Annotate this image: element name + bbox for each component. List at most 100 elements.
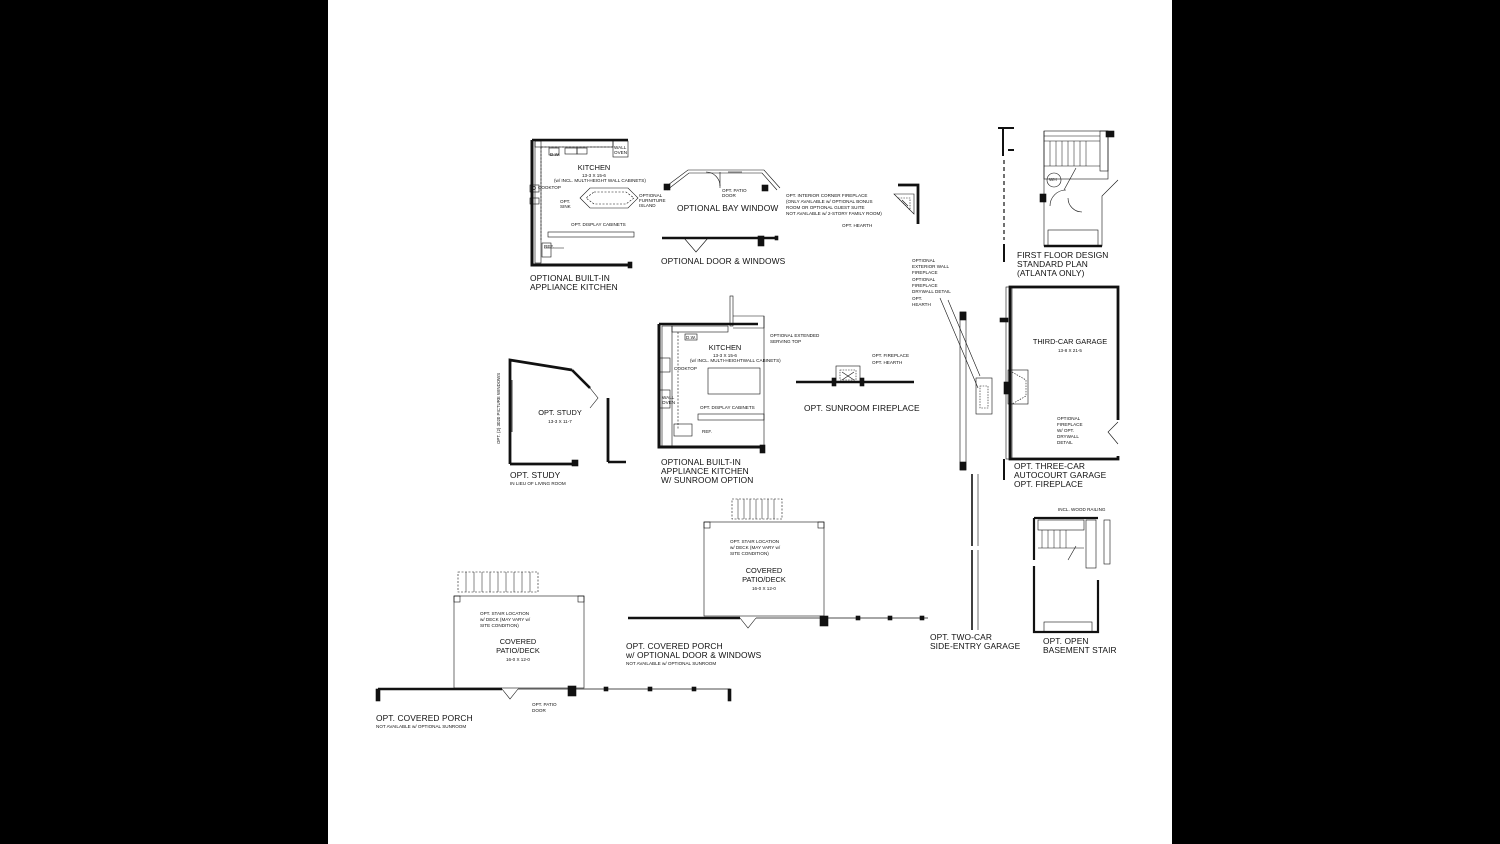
- corner-fireplace-line2: (ONLY AVAILABLE w/ OPTIONAL BONUS: [786, 199, 873, 204]
- opt-furniture-island-label: OPTIONAL FURNITURE ISLAND: [639, 193, 666, 209]
- deck2-stair-line1: OPT. STAIR LOCATION: [480, 611, 530, 616]
- kitchen-plan-2: [657, 295, 766, 454]
- two-car-garage-line1: OPT. TWO-CAR: [930, 632, 992, 642]
- cooktop-label-2: COOKTOP: [674, 366, 697, 371]
- patio-door2-line1: OPT. PATIO: [532, 702, 557, 707]
- opt-hearth2-line2: HEARTH: [912, 302, 931, 307]
- deck1-title-line1: COVERED: [745, 566, 783, 575]
- water-heater-label: WH: [1049, 177, 1057, 182]
- third-garage-dimensions: 13-8 X 21-5: [1057, 348, 1082, 353]
- serving-top-line1: OPTIONAL EXTENDED: [770, 333, 820, 338]
- sunroom-fireplace-plan: [796, 365, 914, 387]
- opt-display-cabinets-label-2: OPT. DISPLAY CABINETS: [700, 405, 755, 410]
- porch2-line1: OPT. COVERED PORCH: [376, 713, 473, 723]
- kitchen1-title: KITCHEN: [577, 163, 611, 172]
- covered-deck-plan-1: [628, 498, 928, 629]
- ref-label-2: REF.: [702, 429, 712, 434]
- first-floor-design-line1: FIRST FLOOR DESIGN: [1017, 250, 1109, 260]
- dw-label-1: D.W.: [550, 152, 560, 157]
- study-caption-sub: IN LIEU OF LIVING ROOM: [510, 481, 566, 486]
- porch1-line1: OPT. COVERED PORCH: [626, 641, 723, 651]
- porch1-line2: w/ OPTIONAL DOOR & WINDOWS: [626, 650, 762, 660]
- garage-fireplace-line5: DETAIL: [1057, 440, 1073, 445]
- opt-hearth2-line1: OPT.: [912, 296, 923, 301]
- fireplace-drywall-line1: OPTIONAL: [912, 277, 936, 282]
- kitchen2-dimensions: 13-3 X 15-6: [712, 353, 737, 358]
- third-car-garage-plan: [1003, 285, 1120, 480]
- deck2-title-line1: COVERED: [499, 637, 537, 646]
- deck1-stair-line1: OPT. STAIR LOCATION: [730, 539, 780, 544]
- patio-door2-line2: DOOR: [532, 708, 546, 713]
- kitchen2-note: (w/ INCL. MULTI-HEIGHTWALL CABINETS): [690, 358, 781, 363]
- opt-hearth-label-1: OPT. HEARTH: [842, 223, 873, 228]
- ext-wall-fireplace-line3: FIREPLACE: [912, 270, 938, 275]
- first-floor-design-line2: STANDARD PLAN: [1017, 259, 1088, 269]
- kitchen2-caption-line1: OPTIONAL BUILT-IN: [661, 457, 741, 467]
- garage-fireplace-line2: FIREPLACE: [1057, 422, 1083, 427]
- kitchen1-caption-line1: OPTIONAL BUILT-IN: [530, 273, 610, 283]
- study-title: OPT. STUDY: [538, 408, 582, 417]
- sunroom-fireplace-caption: OPT. SUNROOM FIREPLACE: [804, 403, 920, 413]
- ext-wall-fireplace-line2: EXTERIOR WALL: [912, 264, 950, 269]
- opt-fireplace-label: OPT. FIREPLACE: [872, 353, 910, 358]
- kitchen1-dimensions: 13-3 X 15-6: [581, 173, 606, 178]
- kitchen2-title: KITCHEN: [708, 343, 742, 352]
- kitchen1-caption-line2: APPLIANCE KITCHEN: [530, 282, 618, 292]
- deck2-stair-line2: w/ DECK (MAY VARY w/: [480, 617, 531, 622]
- door-windows-plan: [662, 235, 779, 253]
- kitchen-plan-1: [529, 138, 639, 269]
- floor-plan-canvas: KITCHEN 13-3 X 15-6 (w/ INCL. MULTI-HEIG…: [328, 0, 1172, 844]
- floor-plan-drawing: [375, 127, 1120, 702]
- deck2-dimensions: 16-0 X 12-0: [505, 657, 530, 662]
- bay-window-caption: OPTIONAL BAY WINDOW: [677, 203, 779, 213]
- basement-stair-line1: OPT. OPEN: [1043, 636, 1089, 646]
- deck2-title-line2: PATIO/DECK: [496, 646, 540, 655]
- kitchen2-caption-line3: W/ SUNROOM OPTION: [661, 475, 754, 485]
- garage-fireplace-line4: DRYWALL: [1057, 434, 1079, 439]
- serving-top-line2: SERVING TOP: [770, 339, 802, 344]
- kitchen2-caption-line2: APPLIANCE KITCHEN: [661, 466, 749, 476]
- bay-window-plan: [663, 169, 781, 192]
- corner-fireplace-plan: [893, 183, 920, 224]
- deck1-title-line2: PATIO/DECK: [742, 575, 786, 584]
- opt-patio-door-label-1: OPT. PATIO DOOR: [722, 188, 747, 199]
- garage-fireplace-line1: OPTIONAL: [1057, 416, 1081, 421]
- wall-oven-label-2: WALL OVEN: [662, 395, 676, 406]
- fireplace-drywall-line3: DRYWALL DETAIL: [912, 289, 951, 294]
- ext-wall-fireplace-line1: OPTIONAL: [912, 258, 936, 263]
- corner-fireplace-line1: OPT. INTERIOR CORNER FIREPLACE: [786, 193, 868, 198]
- two-car-garage-line2: SIDE-ENTRY GARAGE: [930, 641, 1021, 651]
- basement-stair-line2: BASEMENT STAIR: [1043, 645, 1117, 655]
- study-window-label: OPT. (2) 3020 PICTURE WINDOWS: [496, 372, 501, 444]
- study-plan: [508, 358, 626, 467]
- kitchen1-note: (w/ INCL. MULTI-HEIGHT WALL CABINETS): [554, 178, 646, 183]
- door-windows-caption: OPTIONAL DOOR & WINDOWS: [661, 256, 786, 266]
- wood-railing-label: INCL. WOOD RAILING: [1058, 507, 1106, 512]
- corner-fireplace-line3: ROOM OR OPTIONAL GUEST SUITE: [786, 205, 865, 210]
- ref-label-1: REF.: [544, 244, 554, 249]
- study-caption: OPT. STUDY: [510, 470, 561, 480]
- first-floor-design-line3: (ATLANTA ONLY): [1017, 268, 1085, 278]
- cooktop-label-1: COOKTOP: [538, 185, 561, 190]
- deck1-stair-line3: SITE CONDITION): [730, 551, 769, 556]
- autocourt-line3: OPT. FIREPLACE: [1014, 479, 1083, 489]
- opt-hearth-label-3: OPT. HEARTH: [872, 360, 903, 365]
- opt-display-cabinets-label-1: OPT. DISPLAY CABINETS: [571, 222, 626, 227]
- porch2-line2: NOT AVAILABLE w/ OPTIONAL SUNROOM: [376, 724, 467, 729]
- stair-standard-plan: [998, 127, 1119, 262]
- third-garage-title: THIRD-CAR GARAGE: [1032, 337, 1108, 346]
- porch1-line3: NOT AVAILABLE w/ OPTIONAL SUNROOM: [626, 661, 717, 666]
- deck2-stair-line3: SITE CONDITION): [480, 623, 519, 628]
- deck1-dimensions: 16-0 X 12-0: [751, 586, 776, 591]
- wall-oven-label-1: WALL OVEN: [614, 145, 628, 156]
- dw-label-2: D.W.: [686, 335, 696, 340]
- basement-stair-plan: [1032, 516, 1111, 634]
- garage-fireplace-line3: W/ OPT.: [1057, 428, 1075, 433]
- corner-fireplace-line4: NOT AVAILABLE w/ 2-STORY FAMILY ROOM): [786, 211, 882, 216]
- covered-deck-plan-2: [375, 571, 732, 702]
- deck1-stair-line2: w/ DECK (MAY VARY w/: [730, 545, 781, 550]
- opt-sink-label: OPT. SINK: [560, 199, 571, 210]
- study-dimensions: 13-3 X 11-7: [548, 419, 572, 424]
- autocourt-line1: OPT. THREE-CAR: [1014, 461, 1086, 471]
- fireplace-drywall-line2: FIREPLACE: [912, 283, 938, 288]
